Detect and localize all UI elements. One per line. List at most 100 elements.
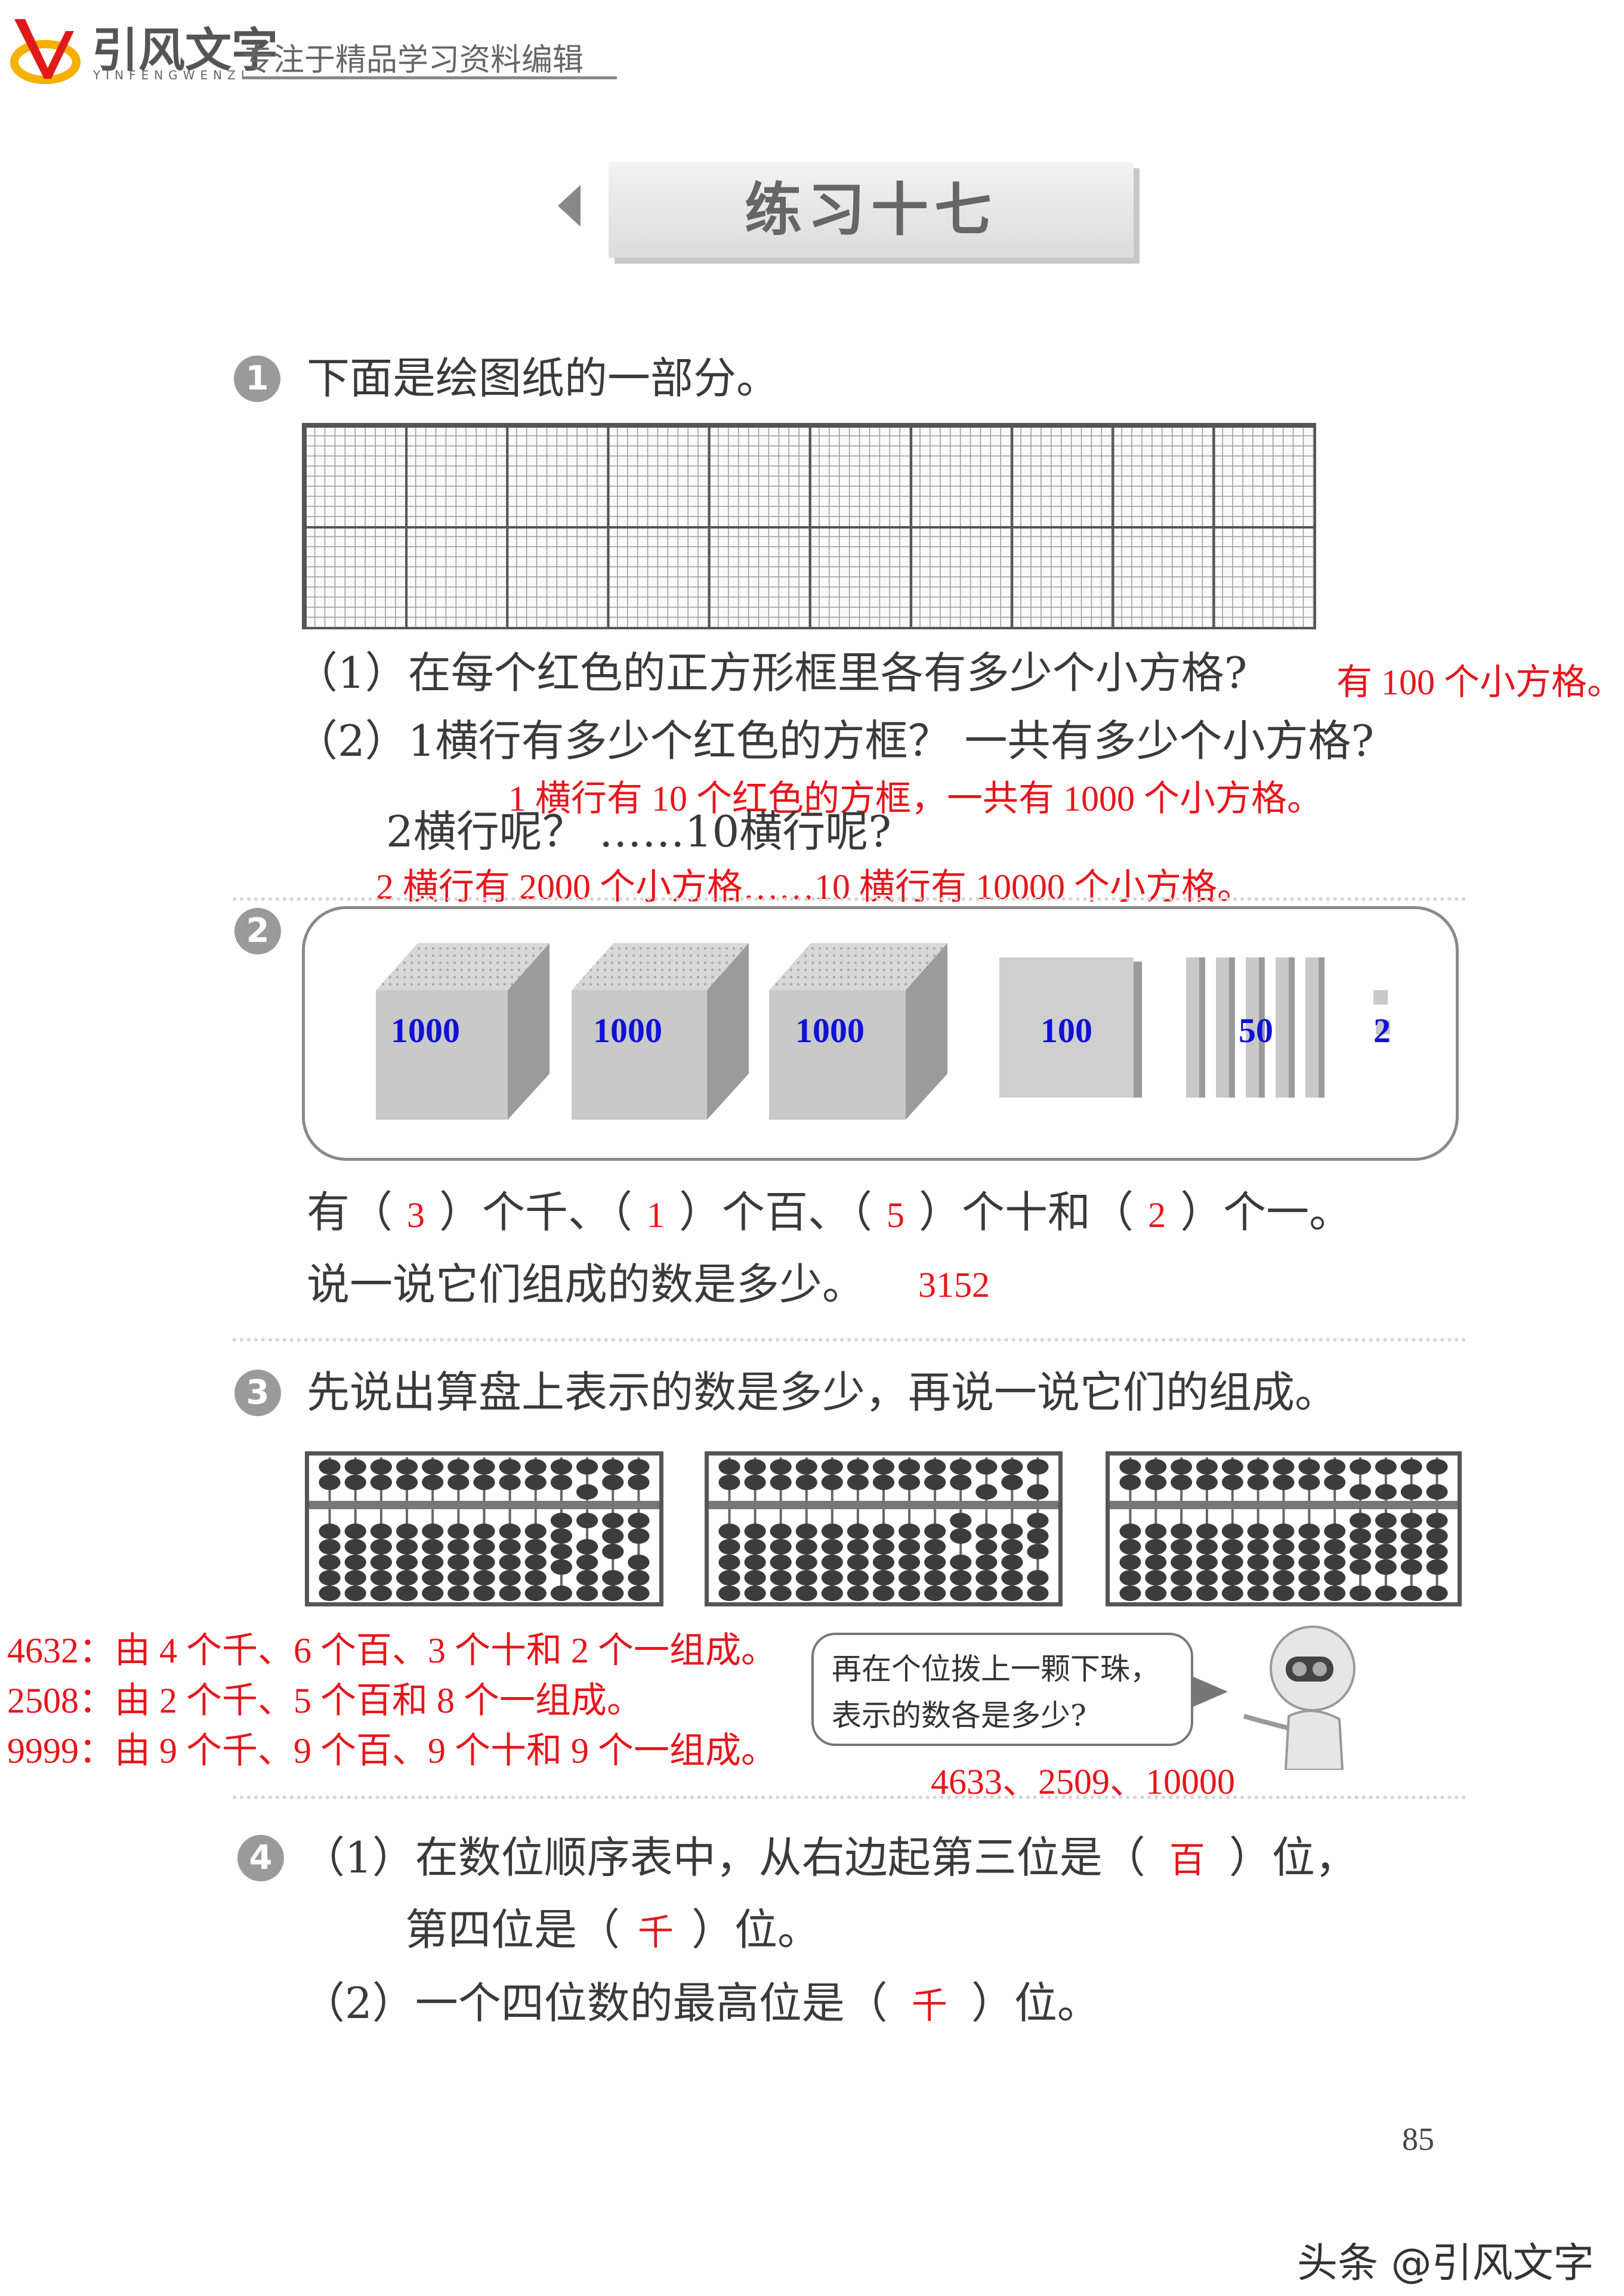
- abacus-bead-lower: [473, 1524, 495, 1539]
- abacus-bead-upper: [872, 1475, 895, 1490]
- abacus-bead-lower: [950, 1528, 972, 1544]
- section-divider: [233, 897, 1466, 901]
- abacus-bead-lower: [524, 1524, 547, 1539]
- abacus-bead-upper: [1171, 1475, 1193, 1490]
- bubble-tail: [1192, 1676, 1228, 1707]
- abacus-bead-lower: [975, 1586, 998, 1601]
- abacus-bead-upper: [1247, 1475, 1269, 1490]
- abacus-bead-lower: [1400, 1528, 1422, 1544]
- abacus-bead-lower: [718, 1586, 740, 1601]
- abacus-bead-upper: [1221, 1459, 1243, 1475]
- abacus-bead-upper: [628, 1475, 650, 1490]
- abacus-bead-lower: [1145, 1539, 1167, 1555]
- abacus-bead-lower: [924, 1539, 946, 1555]
- abacus-bead-lower: [1298, 1524, 1320, 1539]
- abacus-bead-lower: [319, 1539, 341, 1555]
- abacus-bead-upper: [473, 1459, 495, 1475]
- abacus-bead-lower: [1221, 1570, 1243, 1586]
- abacus-bead-lower: [872, 1570, 895, 1586]
- abacus-bead-upper: [1350, 1459, 1372, 1475]
- answer-ones: 2: [1148, 1195, 1166, 1235]
- abacus-bead-upper: [950, 1475, 972, 1490]
- abacus-bead-lower: [770, 1555, 792, 1570]
- abacus-bead-upper: [770, 1459, 792, 1475]
- abacus-bead-upper: [821, 1459, 843, 1475]
- abacus-bead-lower: [1027, 1528, 1049, 1544]
- abacus-bead-lower: [550, 1544, 573, 1559]
- abacus-bead-lower: [1001, 1555, 1023, 1570]
- abacus-bead-lower: [576, 1570, 598, 1586]
- abacus-bead-upper: [718, 1475, 740, 1490]
- abacus-bead-lower: [1119, 1570, 1141, 1586]
- abacus-bead-lower: [1119, 1524, 1141, 1539]
- abacus-bead-upper: [1119, 1459, 1141, 1475]
- abacus-bead-lower: [770, 1539, 792, 1555]
- abacus-bead-lower: [924, 1570, 946, 1586]
- abacus-bead-upper: [1196, 1475, 1218, 1490]
- abacus-1: [305, 1451, 663, 1606]
- abacus-bead-lower: [576, 1513, 598, 1528]
- text: （1）在数位顺序表中，从右边起第三位是（: [302, 1833, 1146, 1883]
- abacus-bead-lower: [319, 1555, 341, 1570]
- title-banner: 练习十七: [609, 162, 1134, 258]
- text: 第四位是（: [405, 1905, 620, 1955]
- abacus-bead-upper: [898, 1459, 921, 1475]
- abacus-bead-lower: [1273, 1539, 1295, 1555]
- answer-tens: 5: [887, 1195, 905, 1235]
- abacus-bead-lower: [447, 1555, 470, 1570]
- abacus-bead-upper: [770, 1475, 792, 1490]
- abacus-bead-lower: [1001, 1570, 1023, 1586]
- abacus-bead-lower: [499, 1555, 521, 1570]
- q4-sub2: （2）一个四位数的最高位是（千）位。: [302, 1982, 1100, 2025]
- abacus-bead-lower: [821, 1524, 843, 1539]
- abacus-bead-lower: [718, 1570, 740, 1586]
- q1-sub2b: 2横行呢？ ……10横行呢?: [386, 806, 891, 857]
- abacus-bead-upper: [1273, 1475, 1295, 1490]
- abacus-bead-upper: [319, 1475, 341, 1490]
- abacus-bead-lower: [1298, 1586, 1320, 1601]
- abacus-bead-upper: [422, 1475, 444, 1490]
- abacus-bead-upper: [499, 1459, 521, 1475]
- abacus-bead-lower: [872, 1586, 895, 1601]
- abacus-bead-lower: [396, 1570, 418, 1586]
- abacus-bead-lower: [1171, 1539, 1193, 1555]
- text: ）个千、（: [439, 1187, 633, 1237]
- abacus-bead-lower: [319, 1570, 341, 1586]
- abacus-bead-lower: [1426, 1528, 1448, 1544]
- abacus-2: [705, 1451, 1063, 1606]
- abacus-bead-upper: [602, 1459, 624, 1475]
- abacus-bead-upper: [422, 1459, 444, 1475]
- abacus-bead-lower: [1324, 1524, 1346, 1539]
- abacus-bead-upper: [1001, 1459, 1023, 1475]
- page-number: 85: [1402, 2121, 1434, 2157]
- thousand-cube-1: [376, 943, 549, 1120]
- abacus-bead-lower: [950, 1513, 972, 1528]
- abacus-bead-lower: [499, 1524, 521, 1539]
- abacus-bead-lower: [447, 1524, 470, 1539]
- abacus-bead-upper: [370, 1475, 393, 1490]
- abacus-bead-upper: [1426, 1459, 1448, 1475]
- abacus-bead-lower: [718, 1555, 740, 1570]
- abacus-bead-upper: [795, 1475, 817, 1490]
- abacus-bead-lower: [447, 1539, 470, 1555]
- abacus-bead-lower: [550, 1586, 573, 1601]
- q4-sub1-line1: （1）在数位顺序表中，从右边起第三位是（百）位，: [302, 1836, 1358, 1879]
- block-label-6: 2: [1373, 1011, 1391, 1050]
- abacus-bead-lower: [1273, 1555, 1295, 1570]
- abacus-bead-upper: [344, 1475, 366, 1490]
- abacus-bead-lower: [1001, 1524, 1023, 1539]
- abacus-bead-upper: [370, 1459, 393, 1475]
- abacus-bead-lower: [344, 1570, 366, 1586]
- abacus-bead-lower: [1324, 1570, 1346, 1586]
- abacus-bead-lower: [1145, 1586, 1167, 1601]
- thousand-cube-2: [572, 943, 749, 1120]
- abacus-bead-lower: [576, 1555, 598, 1570]
- abacus-bead-lower: [1027, 1513, 1049, 1528]
- answer-fourth-place: 千: [638, 1913, 674, 1952]
- graph-paper-grid: [302, 423, 1316, 629]
- abacus-bead-lower: [1324, 1586, 1346, 1601]
- abacus-bead-lower: [718, 1539, 740, 1555]
- abacus-bead-upper: [872, 1459, 895, 1475]
- abacus-bead-lower: [396, 1524, 418, 1539]
- abacus-bead-lower: [1375, 1544, 1397, 1559]
